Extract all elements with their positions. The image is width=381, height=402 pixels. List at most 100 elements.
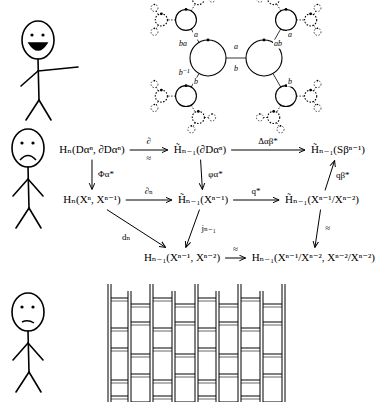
cayley-vertex (185, 8, 188, 11)
lattice-rung (175, 354, 195, 355)
cayley-vertex (309, 12, 312, 15)
lattice-rung (153, 331, 172, 332)
cayley-vertex-loop (192, 111, 204, 123)
isomorphism-label: ≈ (145, 154, 152, 164)
homology-group: Hₙ(Dαⁿ, ∂Dαⁿ) (56, 142, 127, 157)
lattice-rung (153, 301, 172, 302)
figure-limb (13, 179, 28, 196)
morphism-arrow (126, 200, 172, 201)
cayley-edge (296, 19, 304, 20)
cayley-vertex-loop (276, 9, 297, 30)
cayley-vertex (160, 89, 163, 92)
cayley-vertex-loop (314, 4, 321, 11)
lattice-pole (260, 291, 261, 402)
group-label: Hₙ(Xⁿ, Xⁿ⁻¹) (63, 193, 120, 206)
lattice-rung (263, 374, 282, 375)
lattice-rung (153, 328, 172, 329)
cayley-vertex-loop (305, 14, 317, 26)
cayley-vertex-loop (176, 9, 197, 30)
figure-limb (26, 100, 39, 120)
cayley-vertex-loop (151, 81, 158, 88)
generator-label: ba (178, 40, 188, 49)
lattice-rung (219, 377, 238, 378)
cayley-edge (277, 105, 281, 112)
cayley-edge (204, 117, 208, 118)
cayley-vertex-loop (305, 90, 317, 102)
cayley-edge (296, 96, 304, 97)
lattice-rung (131, 307, 150, 308)
figure-eye (20, 305, 23, 308)
figure-limb (28, 167, 29, 208)
morphism-label: ≈ (324, 224, 331, 234)
lattice-rung (153, 298, 172, 299)
cayley-vertex (263, 39, 266, 42)
lattice-rung (111, 298, 128, 299)
cayley-vertex-loop (314, 81, 321, 88)
lattice-pole (153, 284, 154, 402)
lattice-rung (153, 380, 172, 381)
lattice-pole (238, 284, 239, 402)
group-label: H̃ₙ₋₁(∂Dαⁿ) (174, 143, 226, 156)
morphism-label: ≈ (232, 245, 239, 255)
lattice-rung (175, 322, 195, 323)
cayley-edge (156, 101, 158, 105)
cayley-vertex-loop (256, 0, 263, 2)
lattice-rung (241, 298, 260, 299)
lattice-rung (241, 328, 260, 329)
lattice-pole (285, 284, 286, 402)
lattice-rung (198, 331, 216, 332)
cayley-vertex-loop (268, 0, 280, 5)
lattice-pole (128, 291, 129, 402)
morphism-arrow (107, 210, 166, 248)
cayley-vertex-loop (276, 86, 297, 107)
cayley-edge (277, 4, 281, 11)
lattice-rung (198, 351, 216, 352)
lattice-rung (263, 357, 282, 358)
lattice-rung (131, 304, 150, 305)
cayley-edge (156, 25, 158, 29)
cayley-edge (263, 117, 267, 118)
morphism-label: ∂ₙ (144, 187, 154, 197)
figure-limb (16, 208, 29, 228)
lattice-rung (131, 374, 150, 375)
morphism-label: dₙ (121, 233, 131, 243)
generator-label: b (193, 78, 199, 87)
figure-limb (16, 372, 29, 392)
group-label: Hₙ₋₁(Xⁿ⁻¹, Xⁿ⁻²) (144, 251, 220, 264)
cayley-vertex (154, 80, 156, 82)
generator-label: b⁻¹ (178, 69, 191, 78)
figure-eye (31, 305, 34, 308)
cayley-edge (314, 11, 316, 15)
morphism-arrow (201, 160, 203, 190)
morphism-label: Φα* (97, 170, 115, 180)
lattice-rung (241, 331, 260, 332)
figure-mouth (22, 321, 34, 323)
generator-label: b (233, 65, 239, 74)
lattice-rung (198, 348, 216, 349)
cayley-vertex-loop (314, 28, 321, 35)
morphism-arrow (186, 210, 200, 248)
lattice-pole (241, 284, 242, 402)
lattice-rung (198, 298, 216, 299)
lattice-pole (150, 284, 151, 402)
cayley-vertex-loop (155, 14, 167, 26)
cayley-vertex (160, 12, 163, 15)
morphism-arrow (91, 160, 92, 190)
lattice-rung (131, 322, 150, 323)
cayley-edge (277, 123, 279, 127)
lattice-rung (198, 383, 216, 384)
lattice-rung (198, 396, 216, 397)
figure-head (22, 21, 54, 59)
figure-limb (21, 71, 38, 86)
lattice-rung (241, 396, 260, 397)
morphism-arrow (225, 258, 246, 259)
figure-eye (20, 141, 23, 144)
morphism-arrow (325, 161, 335, 191)
lattice-rung (153, 396, 172, 397)
lattice-pole (263, 291, 264, 402)
figure-eye (31, 141, 34, 144)
homology-group: Hₙ₋₁(Xⁿ⁻¹/Xⁿ⁻², Xⁿ⁻²/Xⁿ⁻²) (249, 250, 378, 265)
lattice-rung (263, 307, 282, 308)
lattice-rung (219, 322, 238, 323)
homology-group: H̃ₙ₋₁(Xⁿ⁻¹/Xⁿ⁻²) (282, 192, 362, 207)
